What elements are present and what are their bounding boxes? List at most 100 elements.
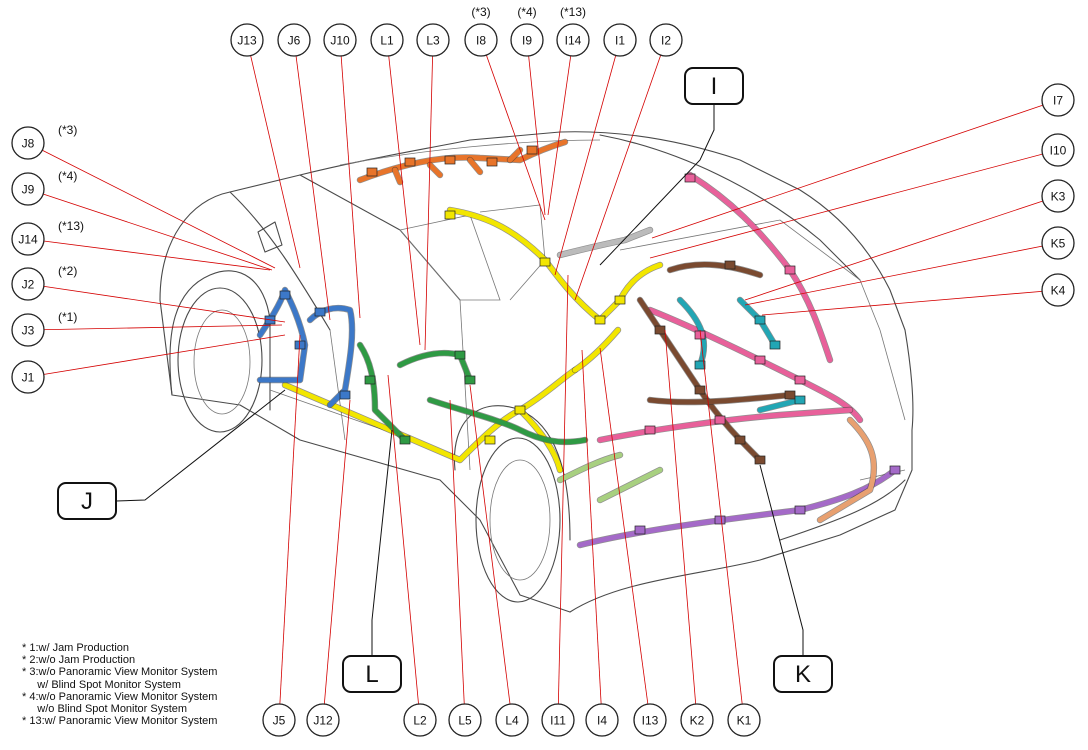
harness-connector-block <box>889 465 901 475</box>
harness-connector-block <box>514 405 526 415</box>
connector-label: J3 <box>22 324 35 338</box>
harness-green <box>427 397 588 445</box>
harness-connector-block <box>486 157 498 167</box>
connector-label: I1 <box>615 34 625 48</box>
connector-j3: J3 (*1) <box>11 310 77 347</box>
harness-connector-block <box>794 395 806 405</box>
harness-connector-block <box>734 435 746 445</box>
connector-l3: L3 <box>416 23 450 57</box>
harness-connector-block <box>444 155 456 165</box>
connector-label: I14 <box>565 34 582 48</box>
zone-leader <box>115 389 286 502</box>
legend-line: w/ Blind Spot Monitor System <box>22 678 181 691</box>
leader-line-j12 <box>322 399 351 721</box>
leader-line-k1 <box>699 329 745 721</box>
harness-connector-block <box>784 390 796 400</box>
connector-note: (*13) <box>560 5 586 19</box>
leader-line-j2 <box>27 283 286 323</box>
harness-orange <box>357 139 568 183</box>
connector-label: L4 <box>505 714 519 728</box>
connector-i10: I10 <box>1041 133 1075 167</box>
connector-i14: I14 (*13) <box>556 5 590 57</box>
harness-yellow <box>282 367 578 463</box>
connector-label: L2 <box>413 714 427 728</box>
leader-line-l3 <box>424 39 434 351</box>
leader-line-i10 <box>649 149 1059 259</box>
connector-l5: L5 <box>448 703 482 737</box>
leader-line-l5 <box>449 399 466 721</box>
connector-l4: L4 <box>495 703 529 737</box>
connector-i2: I2 <box>649 23 683 57</box>
harness-connector-block <box>794 505 806 515</box>
connector-label: J10 <box>330 34 350 48</box>
zone-l: L <box>342 655 402 693</box>
legend-line: * 13:w/ Panoramic View Monitor System <box>22 715 218 728</box>
harness-connector-block <box>684 173 696 183</box>
leader-line-j13 <box>246 39 301 269</box>
harness-connector-block <box>694 360 706 370</box>
legend-line: * 1:w/ Jam Production <box>22 642 129 654</box>
connector-label: I2 <box>661 34 671 48</box>
connector-j10: J10 <box>323 23 357 57</box>
legend-line: w/o Blind Spot Monitor System <box>22 703 188 716</box>
zone-i: I <box>684 67 744 105</box>
leader-line-j1 <box>27 334 286 378</box>
leader-line-i1 <box>554 39 621 276</box>
connector-i1: I1 <box>603 23 637 57</box>
leader-line-i11 <box>557 274 569 721</box>
harness-peach <box>817 417 877 523</box>
zone-j: J <box>57 482 117 520</box>
connector-note: (*3) <box>58 123 77 137</box>
connector-j6: J6 <box>277 23 311 57</box>
connector-label: K4 <box>1051 284 1066 298</box>
wire-harness-group <box>256 138 901 549</box>
zone-leader <box>599 104 715 266</box>
harness-connector-block <box>526 145 538 155</box>
connector-j2: J2(*2) <box>11 264 77 301</box>
connector-i8: I8(*3) <box>464 5 498 57</box>
harness-connector-block <box>714 415 726 425</box>
harness-connector-block <box>464 375 476 385</box>
leader-line-i4 <box>581 349 603 721</box>
harness-connector-block <box>794 375 806 385</box>
connector-label: J2 <box>22 278 35 292</box>
legend-line: * 3:w/o Panoramic View Monitor System <box>22 666 218 679</box>
harness-connector-block <box>594 315 606 325</box>
leader-line-i2 <box>574 39 667 301</box>
connector-i4: I4 <box>585 703 619 737</box>
leader-line-l1 <box>386 39 421 346</box>
harness-pink <box>647 307 863 423</box>
connector-j9: J9(*4) <box>11 169 77 206</box>
connector-j14: J14(*13) <box>11 219 84 256</box>
leader-line-j9 <box>27 188 273 271</box>
connector-note: (*3) <box>471 5 490 19</box>
connector-note: (*1) <box>58 310 77 324</box>
zone-label: I <box>711 73 718 100</box>
leader-line-j6 <box>293 39 331 321</box>
connector-label: L1 <box>380 34 394 48</box>
harness-connector-block <box>754 315 766 325</box>
connector-note: (*4) <box>58 169 77 183</box>
harness-yellow <box>447 207 663 323</box>
harness-connector-block <box>364 375 376 385</box>
leader-line-j3 <box>27 324 283 331</box>
harness-outline <box>446 206 664 324</box>
leader-line-i13 <box>599 347 651 721</box>
harness-connector-block <box>614 295 626 305</box>
legend-line: * 4:w/o Panoramic View Monitor System <box>22 690 218 703</box>
leader-line-k4 <box>761 289 1059 316</box>
vehicle-body-outline <box>159 131 914 613</box>
zone-leader <box>759 464 804 656</box>
connector-i13: I13 <box>633 703 667 737</box>
connector-note: (*4) <box>517 5 536 19</box>
harness-connector-block <box>314 307 326 317</box>
harness-purple <box>577 467 898 548</box>
leader-line-j8 <box>27 142 276 269</box>
harness-orange <box>392 147 523 185</box>
harness-brown <box>647 262 793 405</box>
leader-line-i7 <box>651 99 1059 239</box>
zone-leader <box>371 429 393 656</box>
connector-k1: K1 <box>727 703 761 737</box>
connector-label: L3 <box>426 34 440 48</box>
